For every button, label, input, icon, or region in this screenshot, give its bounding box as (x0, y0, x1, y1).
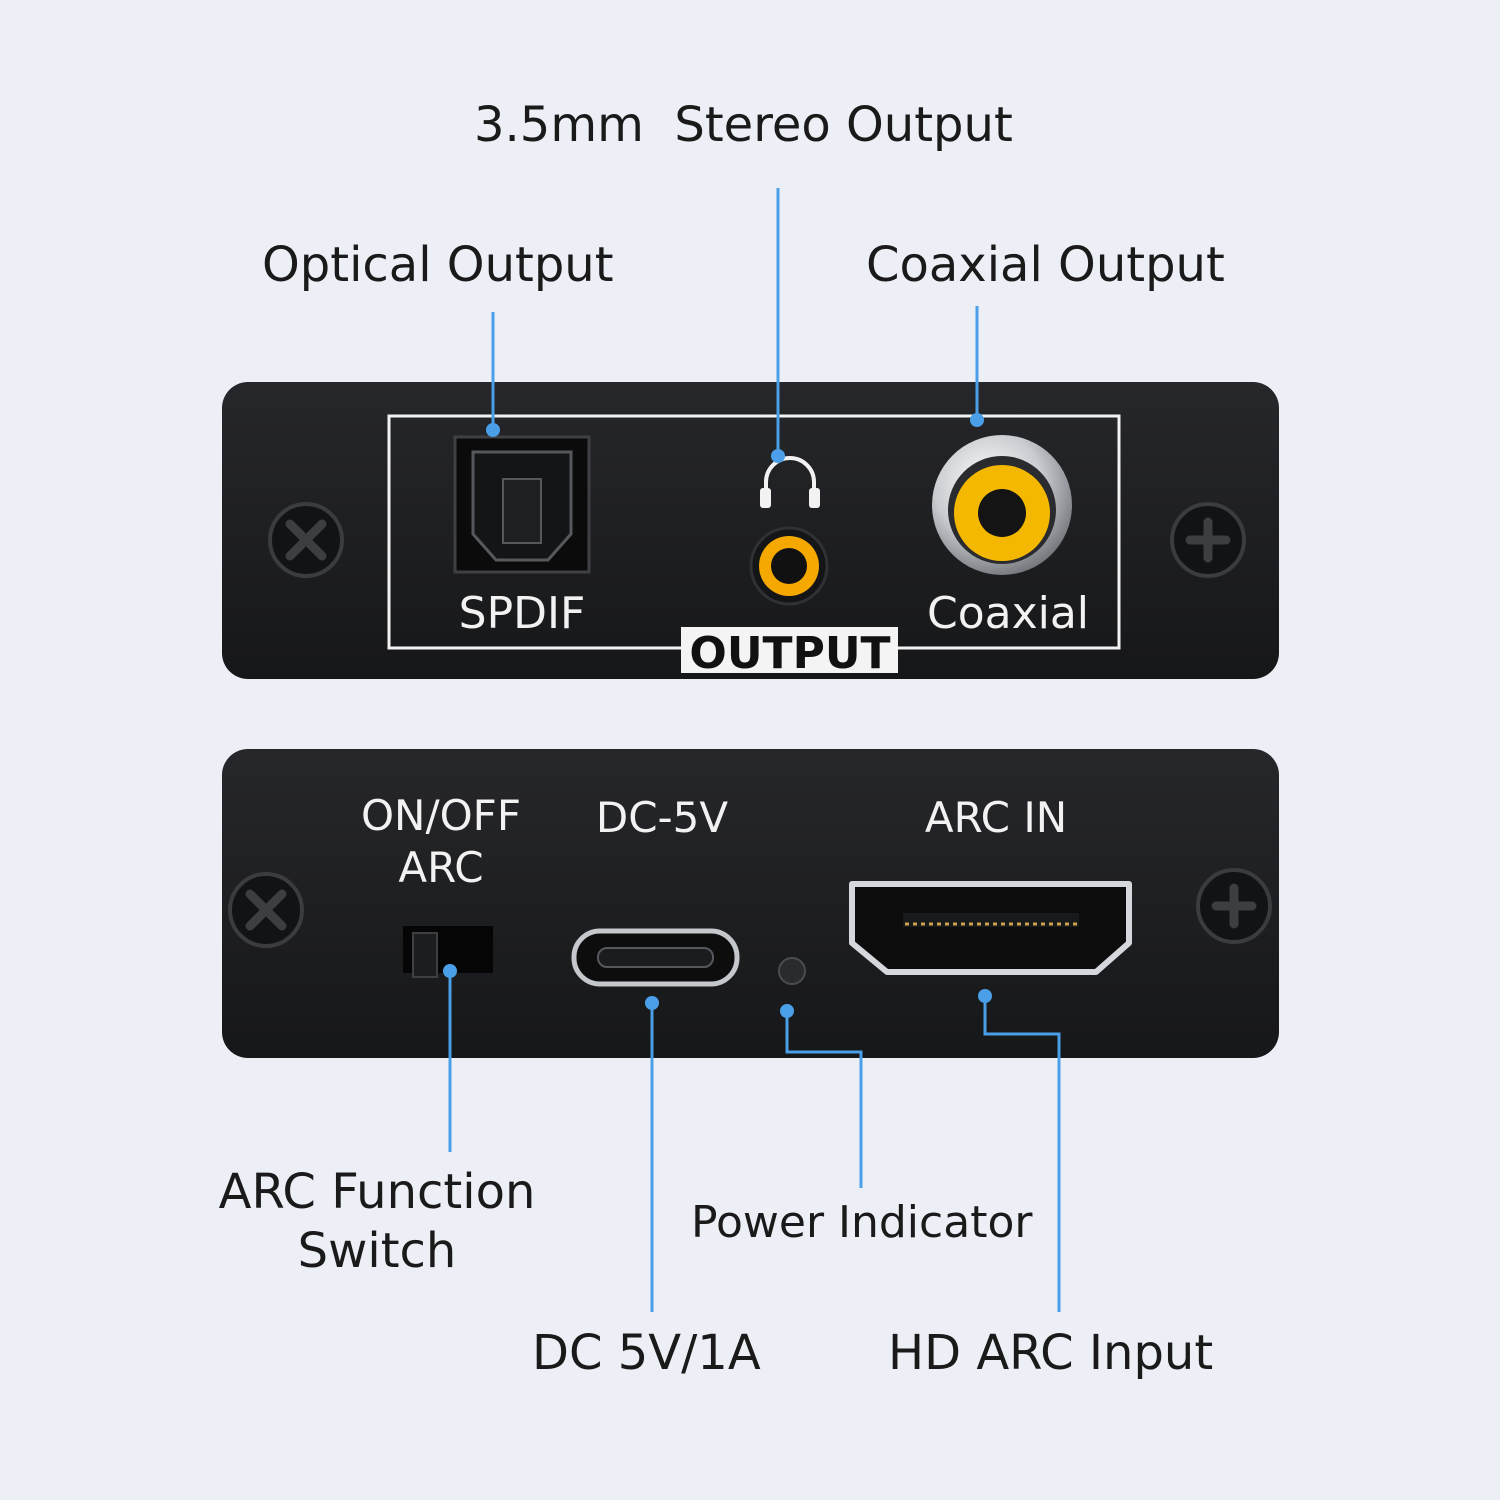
usb-c-port (571, 928, 740, 987)
power-led (778, 957, 806, 985)
callout-optical-output: Optical Output (262, 237, 614, 293)
spdif-label: SPDIF (459, 588, 586, 639)
front-panel: SPDIF Coaxial OUTPUT (222, 382, 1279, 679)
dc-5v-label: DC-5V (596, 793, 729, 842)
coaxial-label: Coaxial (927, 588, 1089, 639)
dot-power (780, 1004, 794, 1018)
hdmi-port (849, 881, 1132, 975)
output-tag (681, 627, 898, 673)
arc-in-label: ARC IN (925, 793, 1067, 842)
leader-dots (443, 413, 992, 1018)
rear-panel: ON/OFF ARC DC-5V ARC IN (222, 749, 1279, 1058)
optical-port (453, 435, 591, 574)
dot-optical (486, 423, 500, 437)
callout-dc-power: DC 5V/1A (532, 1325, 761, 1381)
leader-hdmi (983, 996, 1061, 1312)
headphone-icon (760, 456, 820, 508)
output-label: OUTPUT (689, 628, 890, 679)
dot-hdmi (978, 989, 992, 1003)
dot-dc (645, 996, 659, 1010)
screw-icon (1196, 868, 1272, 944)
dot-coaxial (970, 413, 984, 427)
callout-hd-arc-input: HD ARC Input (888, 1325, 1214, 1381)
callout-power-indicator: Power Indicator (691, 1197, 1033, 1248)
leader-lines (448, 188, 1061, 1312)
rear-panel-body (222, 749, 1279, 1058)
callout-coaxial-output: Coaxial Output (866, 237, 1225, 293)
coaxial-jack (932, 435, 1072, 575)
dot-stereo (771, 449, 785, 463)
callout-arc-function-line1: ARC Function (218, 1164, 536, 1220)
stereo-jack (749, 526, 829, 606)
screw-icon (228, 872, 304, 948)
on-off-label: ON/OFF (361, 791, 521, 840)
leader-power (785, 1011, 863, 1188)
arc-label: ARC (398, 843, 483, 892)
callout-arc-function-switch: ARC Function Switch (202, 1163, 552, 1280)
dot-arc-switch (443, 964, 457, 978)
callout-arc-function-line2: Switch (297, 1222, 457, 1279)
screw-icon (1170, 502, 1246, 578)
callout-stereo-output: 3.5mm Stereo Output (474, 97, 1013, 153)
screw-icon (268, 502, 344, 578)
